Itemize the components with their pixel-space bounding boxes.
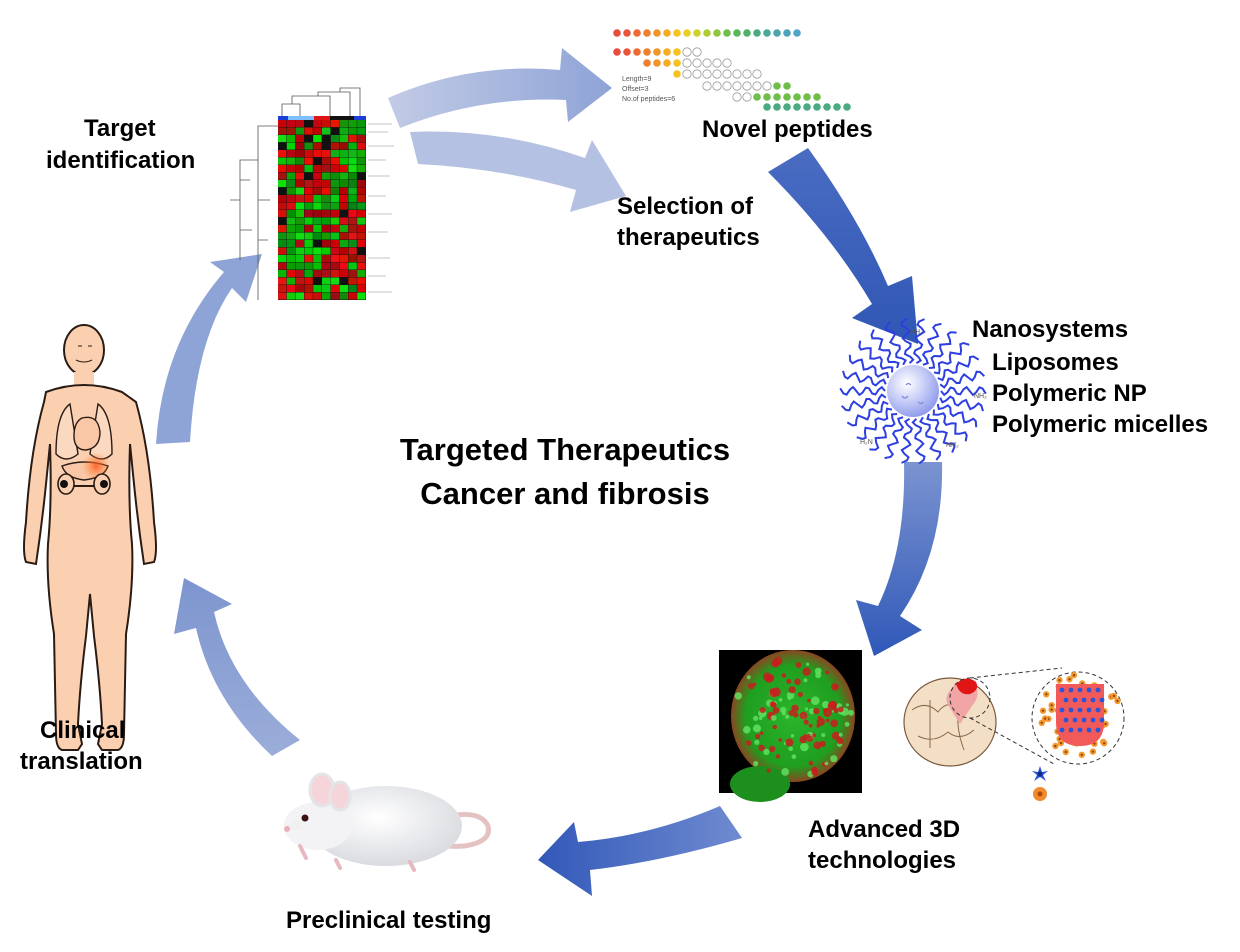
title-line-2: Cancer and fibrosis [420,476,710,511]
label-target-identification-1: Target [84,115,156,142]
arrow-to-selection [410,131,626,212]
brain-tumor-model [903,667,1125,801]
h2n-label: H₂N [860,439,873,446]
diagram-title: Targeted Therapeutics Cancer and fibrosi… [330,428,800,516]
peptide-legend-count: No.of peptides=6 [622,96,675,103]
arrow-to-nanosystems [768,148,918,344]
label-advanced-3d-1: Advanced 3D [808,816,961,843]
label-liposomes: Liposomes [992,349,1119,376]
nh2-label-top: NH₂ [910,329,923,336]
heatmap-image [230,87,394,300]
mouse-image [284,772,491,872]
arrow-to-novel-peptides [388,48,612,128]
label-novel-peptides: Novel peptides [702,116,873,143]
peptide-legend-length: Length=9 [622,76,651,83]
label-selection-1: Selection of [617,193,754,220]
title-line-1: Targeted Therapeutics [399,432,731,467]
label-clinical-1: Clinical [40,717,126,744]
label-preclinical-testing: Preclinical testing [286,907,492,934]
label-advanced-3d-2: technologies [808,847,957,874]
label-target-identification-2: identification [46,147,196,174]
peptide-diagram [612,28,852,112]
label-polymeric-np: Polymeric NP [992,380,1147,407]
human-body-image [23,324,157,751]
nanoparticle-micelle: NH₂ NH₂ NH₂ H₂N [839,317,987,465]
arrow-to-3d-technologies [856,462,943,656]
label-selection-2: therapeutics [617,224,760,251]
label-polymeric-micelles: Polymeric micelles [992,411,1209,438]
arrow-to-target-identification [156,254,262,444]
spheroid-microscopy-image [719,650,862,802]
arrow-to-preclinical [538,806,742,896]
peptide-legend-offset: Offset=3 [622,86,649,93]
arrow-to-clinical [174,578,300,756]
nh2-label-right: NH₂ [974,393,987,400]
label-nanosystems: Nanosystems [972,316,1129,343]
label-clinical-2: translation [20,748,143,775]
nh2-label-bottom: NH₂ [946,442,959,449]
